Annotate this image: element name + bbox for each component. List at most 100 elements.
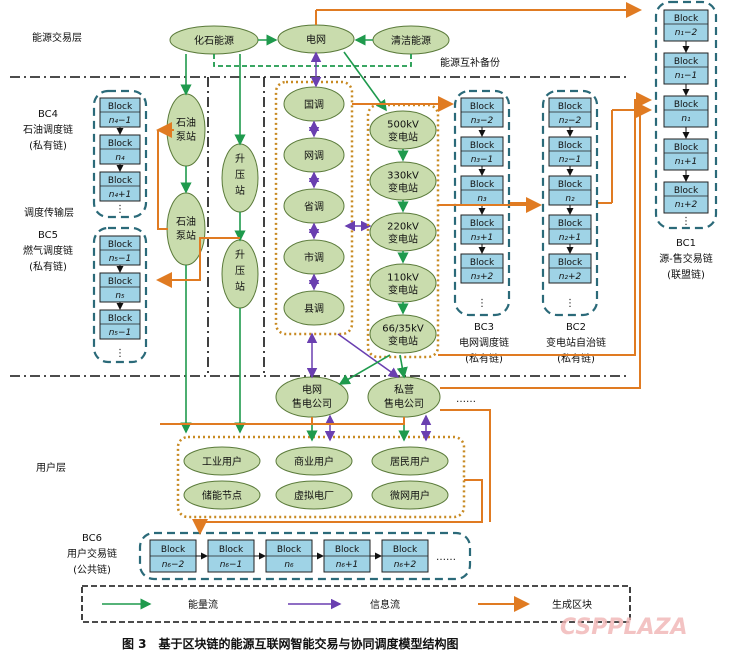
svg-text:源-售交易链: 源-售交易链 (659, 252, 713, 265)
bc2-more-dots: ⋮ (565, 298, 575, 309)
svg-text:工业用户: 工业用户 (202, 455, 242, 468)
user-node-6: 微网用户 (371, 480, 449, 510)
bc3-block-1: Block n₃−2 (460, 97, 504, 128)
svg-text:Block: Block (108, 314, 133, 324)
svg-text:泵站: 泵站 (176, 229, 196, 242)
bc5-more-dots: ⋮ (115, 348, 125, 359)
svg-text:变电站: 变电站 (388, 131, 418, 144)
bc2-title: BC2 变电站自治链 (私有链) (546, 322, 606, 365)
svg-text:330kV: 330kV (387, 171, 419, 182)
svg-text:泵站: 泵站 (176, 130, 196, 143)
svg-text:Block: Block (558, 258, 583, 268)
svg-text:BC2: BC2 (566, 322, 586, 333)
svg-text:n₆+1: n₆+1 (336, 560, 359, 570)
energy-source-clean: 清洁能源 (372, 25, 450, 55)
svg-text:n₁−1: n₁−1 (675, 71, 698, 81)
svg-text:n₆+2: n₆+2 (394, 560, 417, 570)
svg-text:清洁能源: 清洁能源 (391, 34, 431, 47)
svg-text:220kV: 220kV (387, 222, 419, 233)
bc5-title: BC5 燃气调度链 (私有链) (23, 230, 73, 273)
svg-text:n₅: n₅ (115, 291, 125, 301)
bc1-chain-group (654, 0, 718, 230)
svg-text:用户交易链: 用户交易链 (67, 547, 117, 560)
svg-text:(联盟链): (联盟链) (667, 268, 705, 281)
svg-text:Block: Block (108, 240, 133, 250)
energy-source-grid: 电网 (277, 24, 355, 54)
svg-text:n₃−2: n₃−2 (471, 116, 494, 126)
svg-text:变电站: 变电站 (388, 284, 418, 297)
svg-text:66/35kV: 66/35kV (382, 324, 424, 335)
svg-text:Block: Block (558, 219, 583, 229)
svg-text:站: 站 (235, 280, 245, 293)
svg-text:Block: Block (219, 545, 244, 555)
bc4-more-dots: ⋮ (115, 204, 125, 215)
bc5-chain-group (92, 226, 148, 364)
svg-text:Block: Block (558, 141, 583, 151)
svg-text:n₅−1: n₅−1 (109, 328, 132, 338)
svg-text:石油调度链: 石油调度链 (23, 123, 73, 136)
legend-box (81, 585, 631, 623)
svg-text:国调: 国调 (304, 99, 324, 111)
svg-text:变电站: 变电站 (388, 335, 418, 348)
svg-text:Block: Block (470, 102, 495, 112)
svg-text:储能节点: 储能节点 (202, 489, 242, 502)
svg-text:(私有链): (私有链) (465, 352, 503, 365)
layer-label-user: 用户层 (36, 461, 66, 474)
svg-text:县调: 县调 (304, 303, 324, 315)
legend-block-label: 生成区块 (552, 598, 592, 611)
svg-text:电网调度链: 电网调度链 (459, 336, 509, 349)
svg-text:Block: Block (335, 545, 360, 555)
svg-text:BC1: BC1 (676, 238, 696, 249)
svg-text:化石能源: 化石能源 (194, 34, 234, 47)
dispatch-node-1: 国调 (283, 86, 345, 122)
svg-text:n₃+2: n₃+2 (471, 272, 494, 282)
svg-text:n₆−1: n₆−1 (220, 560, 243, 570)
svg-text:(私有链): (私有链) (29, 260, 67, 273)
svg-text:BC3: BC3 (474, 322, 494, 333)
svg-text:Block: Block (108, 176, 133, 186)
svg-text:Block: Block (674, 14, 699, 24)
retail-more-ellipsis: …… (456, 394, 476, 405)
svg-text:Block: Block (470, 219, 495, 229)
dispatch-group (274, 80, 354, 336)
bc2-block-4: Block n₂+1 (548, 214, 592, 245)
svg-text:(私有链): (私有链) (29, 139, 67, 152)
svg-text:Block: Block (393, 545, 418, 555)
bc6-block-2: Block n₆−1 (207, 539, 255, 573)
svg-text:n₆: n₆ (284, 560, 294, 570)
watermark: CSPPLAZA (560, 615, 687, 640)
svg-text:电网: 电网 (302, 383, 322, 396)
bc1-more-dots: ⋮ (681, 216, 691, 227)
bc5-block-3: Block n₅−1 (99, 309, 141, 340)
svg-text:Block: Block (558, 102, 583, 112)
bc3-block-5: Block n₃+2 (460, 253, 504, 284)
svg-text:石油: 石油 (176, 215, 196, 228)
figure-caption: 图 3 基于区块链的能源互联网智能交易与协同调度模型结构图 (122, 636, 459, 651)
dispatch-node-4: 市调 (283, 239, 345, 275)
svg-text:站: 站 (235, 184, 245, 197)
svg-text:500kV: 500kV (387, 120, 419, 131)
svg-text:Block: Block (470, 258, 495, 268)
svg-text:市调: 市调 (304, 251, 324, 264)
svg-text:Block: Block (674, 143, 699, 153)
svg-text:BC5: BC5 (38, 230, 58, 241)
svg-text:n₂+1: n₂+1 (559, 233, 582, 243)
svg-text:Block: Block (674, 186, 699, 196)
svg-text:升: 升 (235, 249, 245, 261)
svg-text:n₂−1: n₂−1 (559, 155, 582, 165)
grid-retail-company: 电网 售电公司 (275, 376, 349, 418)
svg-text:省调: 省调 (304, 200, 324, 213)
